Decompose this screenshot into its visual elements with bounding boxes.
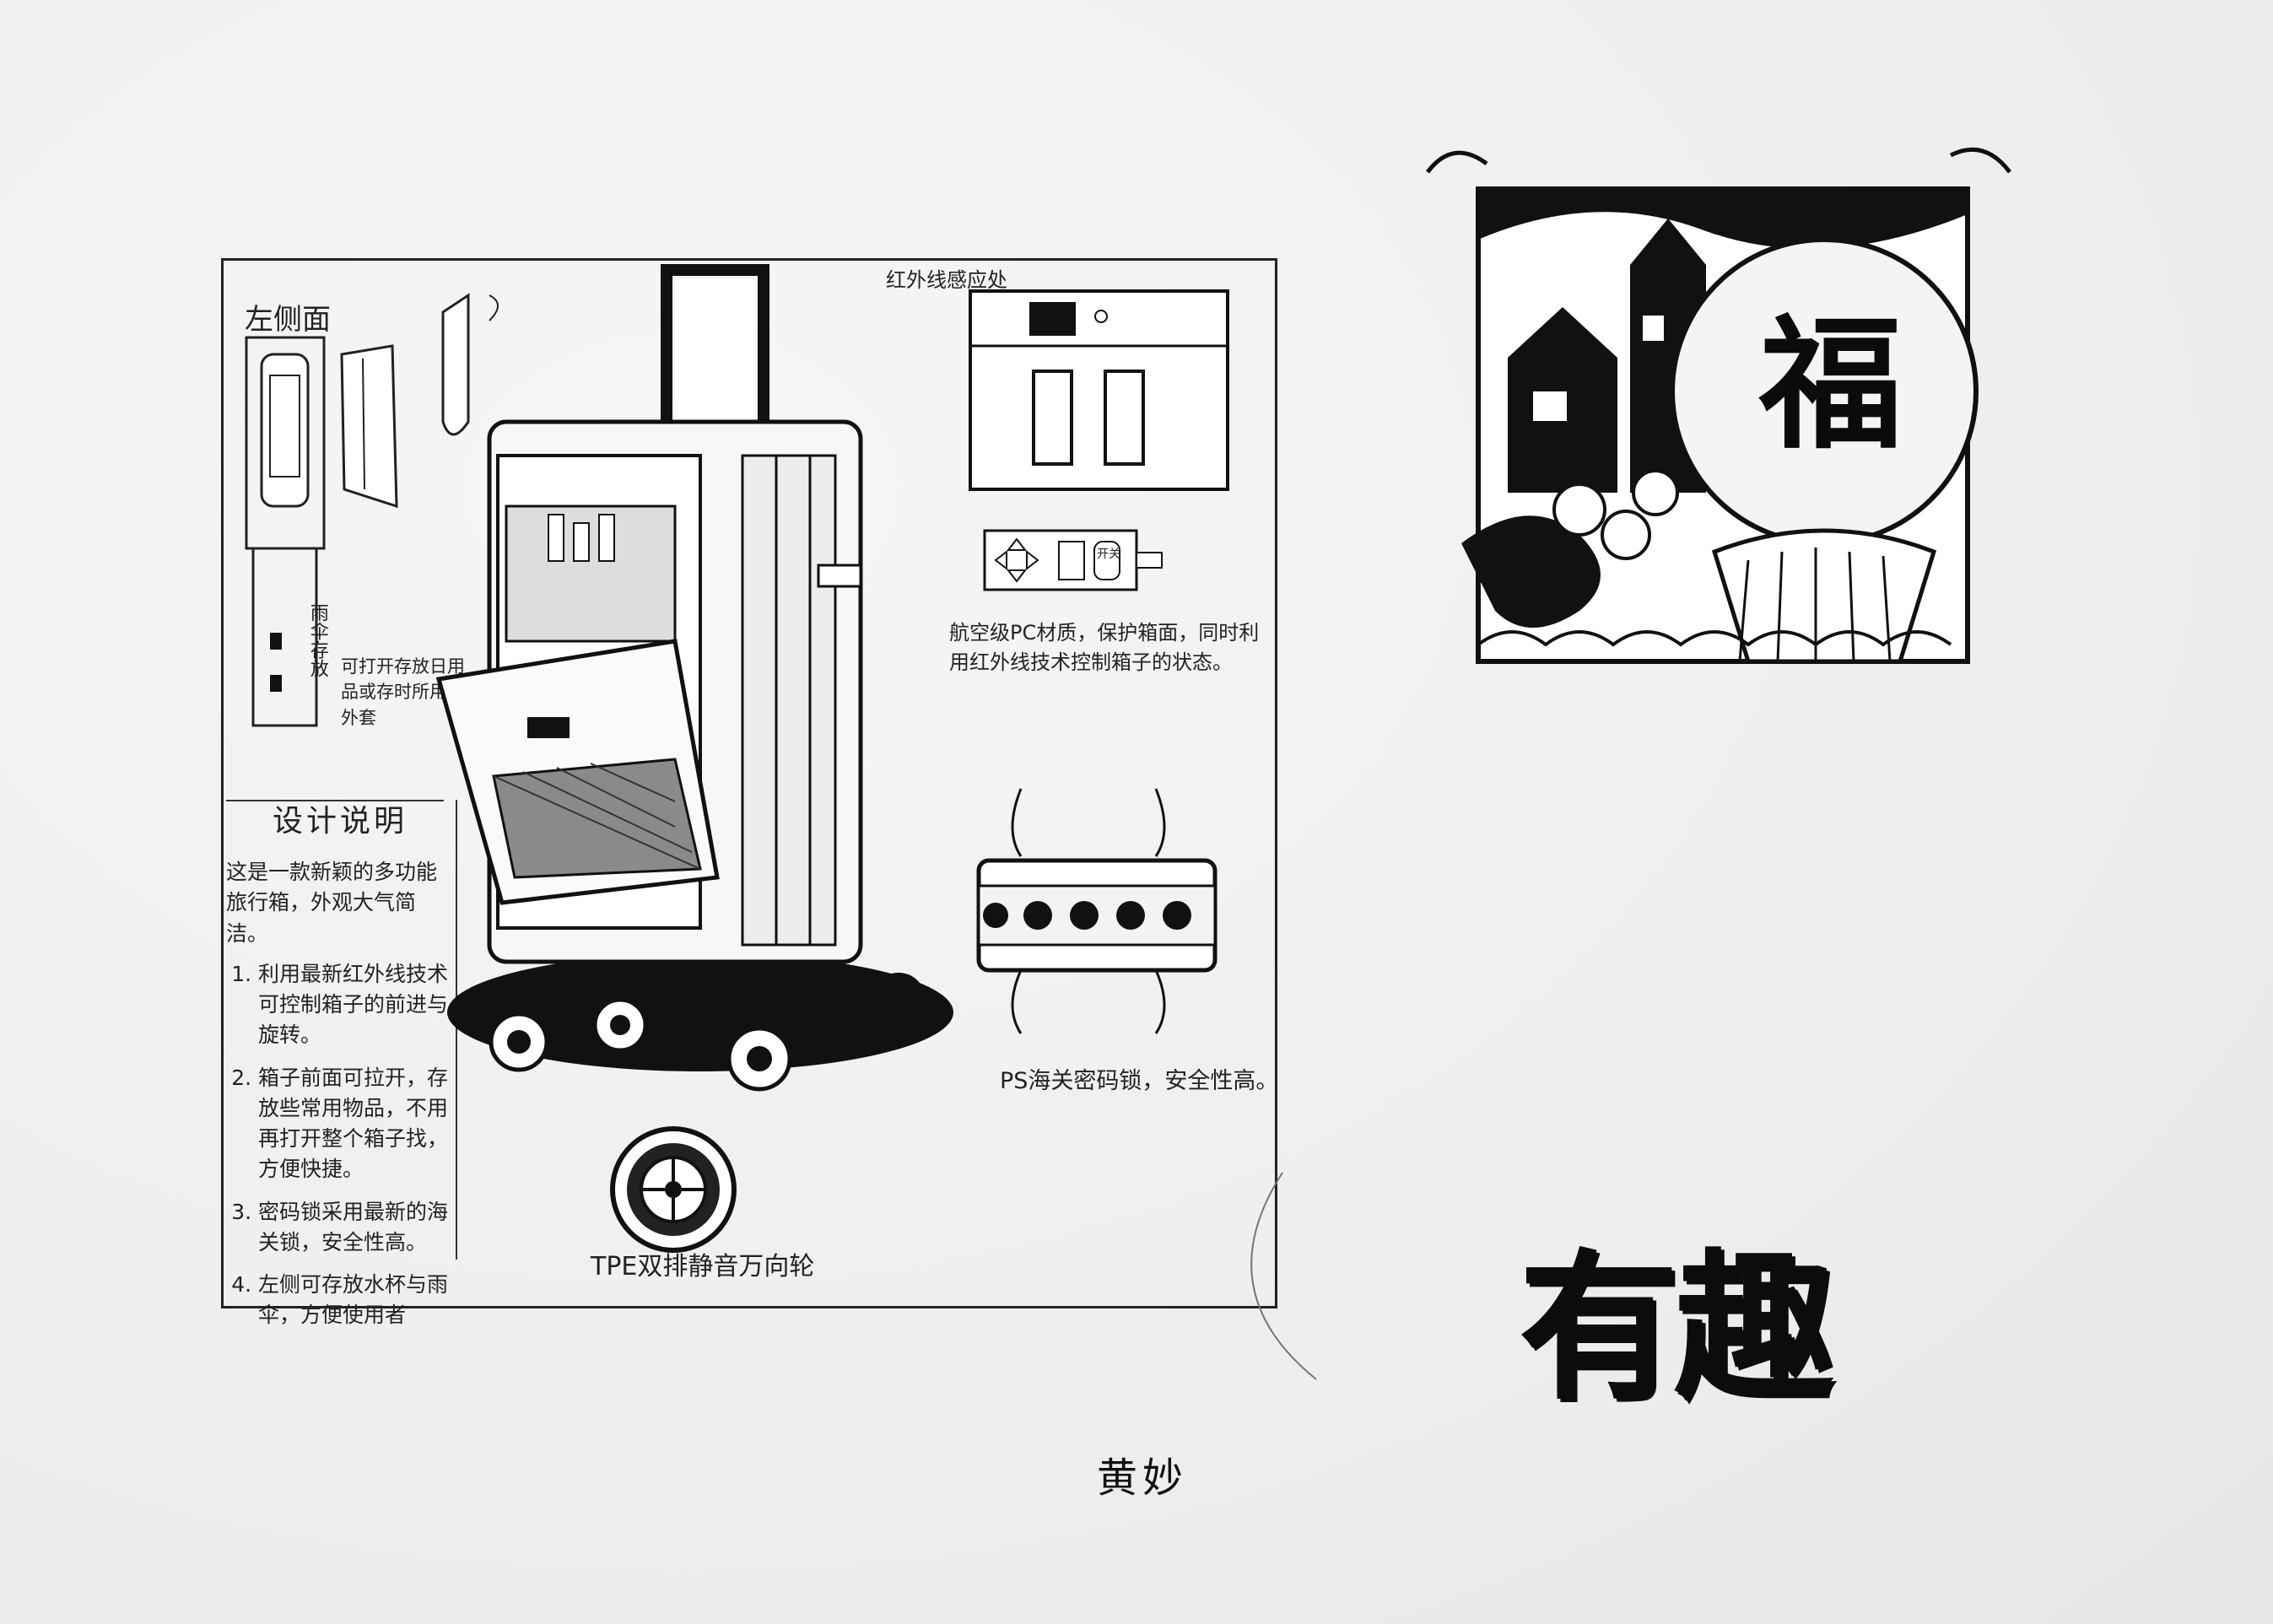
remote-button-label: 开关 [1097,548,1120,561]
infrared-label: 红外线感应处 [886,268,1007,292]
material-note: 航空级PC材质，保护箱面，同时利用红外线技术控制箱子的状态。 [949,621,1260,674]
design-note-item: 利用最新红外线技术可控制箱子的前进与旋转。 [258,959,454,1051]
wheel-illustration [610,1126,737,1253]
combination-lock-illustration [976,788,1217,1034]
pocket-note: 可打开存放日用品或存时所用的外套 [341,656,465,728]
lock-note: PS海关密码锁，安全性高。 [1000,1068,1279,1094]
wheel-label: TPE双排静音万向轮 [591,1252,815,1281]
design-notes-title: 设计说明 [272,804,408,839]
design-notes-list: 利用最新红外线技术可控制箱子的前进与旋转。 箱子前面可拉开，存放些常用物品，不用… [226,959,454,1331]
fu-character: 福 [1759,300,1903,469]
title-art: 有趣 [1519,1235,1834,1422]
suitcase-sketch-frame [221,258,1277,1308]
left-side-illustration [245,293,499,727]
top-view-illustration [969,289,1229,491]
design-note-item: 密码锁采用最新的海关锁，安全性高。 [258,1197,454,1259]
left-side-label: 左侧面 [245,303,331,337]
design-notes: 设计说明 这是一款新颖的多功能旅行箱，外观大气简洁。 利用最新红外线技术可控制箱… [226,800,454,1343]
pencil-curve [1250,1172,1317,1380]
design-notes-intro: 这是一款新颖的多功能旅行箱，外观大气简洁。 [226,860,438,946]
notes-vertical-divider [456,800,457,1260]
design-note-item: 左侧可存放水杯与雨伞，方便使用者 [258,1270,454,1331]
signature: 黄妙 [1097,1454,1189,1502]
remote-control-illustration [983,529,1163,591]
notes-divider [226,800,444,801]
design-note-item: 箱子前面可拉开，存放些常用物品，不用再打开整个箱子找，方便快捷。 [258,1063,454,1185]
fu-lantern-illustration [1426,147,2011,664]
suitcase-illustration [435,264,953,1092]
